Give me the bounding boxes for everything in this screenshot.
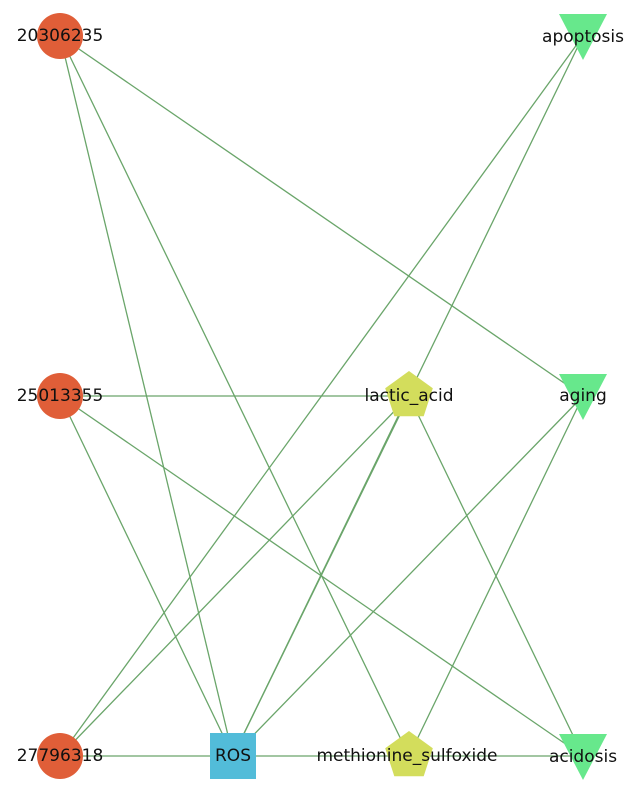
edge-ros-lactic (232, 395, 410, 757)
node-label-n27796318: 27796318 (17, 746, 104, 766)
edge-n25013355-ros (59, 395, 234, 757)
edge-ros-aging (232, 395, 584, 757)
node-layer (37, 13, 607, 780)
node-label-aging: aging (559, 386, 607, 406)
node-methionine (385, 731, 433, 777)
node-label-n20306235: 20306235 (17, 26, 104, 46)
node-acidosis (559, 734, 607, 780)
edge-n27796318-lactic (59, 395, 410, 757)
node-apoptosis (559, 14, 607, 60)
node-label-n25013355: 25013355 (17, 386, 104, 406)
node-lactic (385, 371, 433, 417)
node-label-apoptosis: apoptosis (542, 27, 624, 47)
node-aging (559, 374, 607, 420)
edge-layer (59, 35, 584, 757)
edge-n20306235-aging (59, 35, 584, 397)
node-n25013355 (37, 373, 83, 419)
node-label-ros: ROS (215, 746, 251, 766)
edge-methionine-aging (408, 395, 584, 757)
edge-n27796318-apoptosis (59, 35, 584, 757)
node-label-acidosis: acidosis (549, 747, 617, 767)
node-n27796318 (37, 733, 83, 779)
node-label-methionine: methionine_sulfoxide (316, 746, 497, 766)
node-label-lactic: lactic_acid (364, 386, 453, 406)
node-ros (210, 733, 256, 779)
node-n20306235 (37, 13, 83, 59)
label-layer: 20306235 25013355 27796318 ROS lactic_acidme… (17, 26, 624, 767)
